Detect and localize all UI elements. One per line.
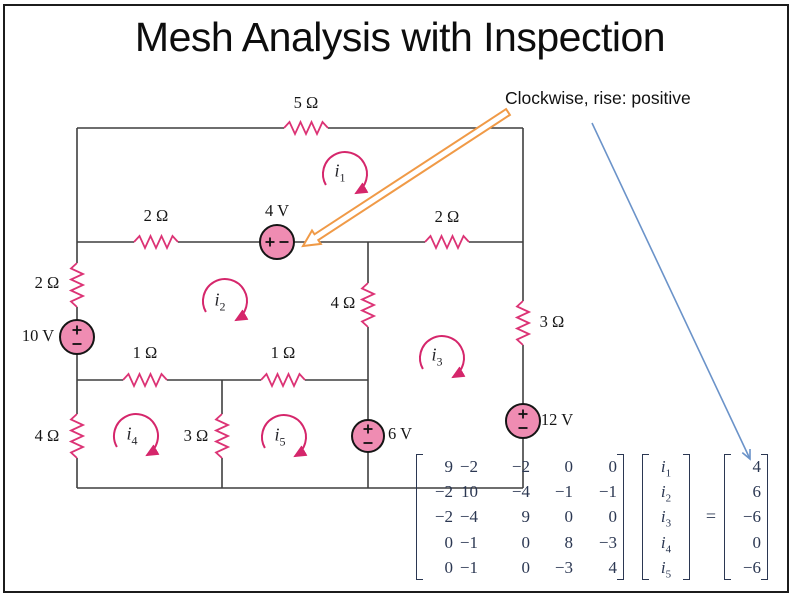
bracket-left-icon — [642, 454, 649, 580]
rhs-cell: −6 — [742, 557, 761, 577]
matrix-cell: 4 — [608, 557, 618, 577]
matrix-cell: 0 — [564, 457, 574, 476]
unknown-cell: i2 — [660, 482, 672, 505]
rhs-vector: 4 6 −6 0 −6 — [731, 454, 761, 580]
matrix-cell: −2 — [459, 457, 478, 476]
bracket-right-icon — [761, 454, 768, 580]
matrix-cell: 0 — [564, 507, 574, 527]
matrix-cell: 9 — [444, 457, 454, 476]
bracket-right-icon — [617, 454, 624, 580]
voltage-source — [505, 403, 541, 439]
mesh-current-arrow-icon — [418, 335, 466, 379]
callout-arrowhead-blue-icon — [741, 449, 751, 461]
matrix-cell: −3 — [598, 532, 617, 552]
bracket-left-icon — [724, 454, 731, 580]
equals-sign: = — [705, 506, 717, 527]
callout-arrow-orange-icon — [301, 107, 512, 248]
rhs-cell: 6 — [752, 482, 762, 502]
bracket-right-icon — [683, 454, 690, 580]
unknown-cell: i4 — [660, 532, 672, 555]
mesh-current-label-i1: i1 — [334, 160, 346, 185]
source-label-6v: 6 V — [388, 424, 412, 443]
voltage-source — [351, 419, 385, 453]
unknown-cell: i1 — [660, 457, 672, 480]
rhs-cell: 0 — [752, 532, 762, 552]
mesh-current-label-i4: i4 — [126, 423, 138, 448]
resistor-label-3ohm-right-wall: 3 Ω — [539, 312, 565, 331]
resistor-label-4ohm-center: 4 Ω — [330, 293, 356, 312]
resistor-label-2ohm-mid-right: 2 Ω — [434, 207, 460, 226]
matrix-cell: −3 — [554, 557, 573, 577]
rhs-cell: −6 — [742, 507, 761, 527]
matrix-cell: −1 — [459, 532, 478, 552]
resistor-zigzag — [68, 413, 86, 459]
matrix-cell: 0 — [608, 507, 618, 527]
resistor-label-2ohm-mid-left: 2 Ω — [143, 206, 169, 225]
matrix-cell: −1 — [598, 482, 617, 502]
mesh-current-arrow-icon — [260, 414, 308, 458]
matrix-cell: −2 — [511, 457, 530, 476]
resistor-zigzag — [133, 233, 179, 251]
resistor-zigzag — [68, 262, 86, 308]
rhs-cell: 4 — [752, 457, 762, 476]
matrix-cell: −2 — [434, 482, 453, 502]
resistor-label-1ohm-left: 1 Ω — [132, 343, 158, 362]
matrix-cell: 0 — [444, 557, 454, 577]
matrix-cell: −4 — [459, 507, 478, 527]
source-label-12v: 12 V — [540, 410, 574, 429]
voltage-source — [59, 319, 95, 355]
matrix-cell: −1 — [554, 482, 573, 502]
unknown-cell: i5 — [660, 557, 672, 581]
matrix-cell: 0 — [608, 457, 618, 476]
page-title: Mesh Analysis with Inspection — [134, 14, 666, 60]
resistor-label-4ohm-left-wall: 4 Ω — [34, 426, 60, 445]
matrix-cell: 0 — [521, 532, 531, 552]
mesh-current-label-i5: i5 — [274, 424, 286, 449]
resistor-zigzag — [283, 119, 329, 137]
callout-arrow-blue-icon — [591, 122, 751, 460]
resistor-zigzag — [260, 371, 306, 389]
resistor-zigzag — [514, 300, 532, 346]
resistor-zigzag — [122, 371, 168, 389]
matrix-cell: 0 — [521, 557, 531, 577]
resistor-label-2ohm-left-wall: 2 Ω — [34, 273, 60, 292]
mesh-current-label-i2: i2 — [214, 289, 226, 314]
matrix-cell: −1 — [459, 557, 478, 577]
mesh-current-arrow-icon — [201, 278, 249, 322]
mesh-current-arrow-icon — [112, 413, 160, 457]
matrix-cell: 8 — [564, 532, 574, 552]
mesh-current-label-i3: i3 — [431, 344, 443, 369]
resistor-label-5ohm: 5 Ω — [293, 93, 319, 112]
resistor-label-3ohm-center: 3 Ω — [183, 426, 209, 445]
matrix-cell: −2 — [434, 507, 453, 527]
resistor-label-1ohm-right: 1 Ω — [270, 343, 296, 362]
bracket-left-icon — [416, 454, 423, 580]
annotation-clockwise-rise-positive: Clockwise, rise: positive — [505, 88, 691, 108]
matrix-cell: 10 — [461, 482, 478, 502]
matrix-cell: −4 — [511, 482, 530, 502]
source-label-10v: 10 V — [21, 326, 55, 345]
source-label-4v: 4 V — [265, 201, 289, 220]
unknown-cell: i3 — [660, 507, 672, 530]
voltage-source — [259, 224, 295, 260]
matrix-cell: 0 — [444, 532, 454, 552]
resistor-zigzag — [424, 233, 470, 251]
resistor-zigzag — [213, 413, 231, 459]
mesh-current-arrow-icon — [321, 151, 369, 195]
matrix-cell: 9 — [521, 507, 531, 527]
resistor-zigzag — [359, 282, 377, 328]
